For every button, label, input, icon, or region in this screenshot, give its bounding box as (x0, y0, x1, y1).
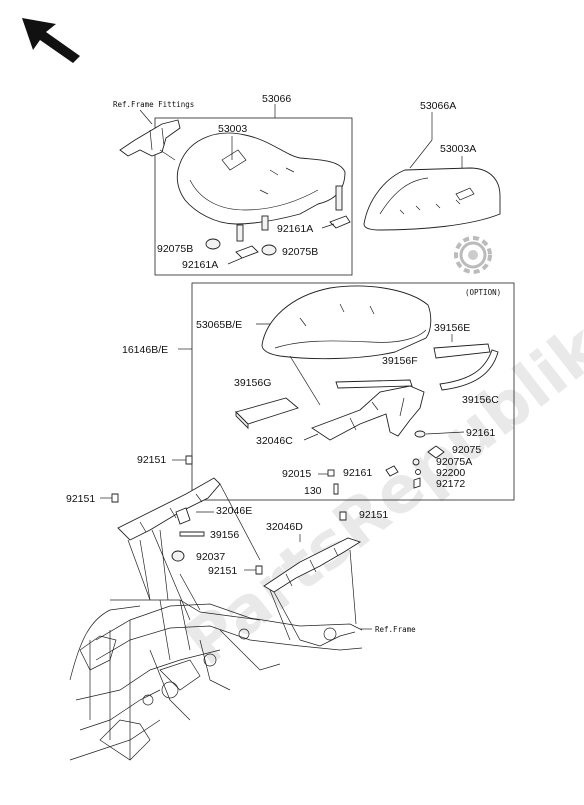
label-16146be: 16146B/E (122, 344, 168, 356)
label-32046c: 32046C (256, 435, 293, 447)
frame-fitting-bracket (119, 119, 181, 157)
label-92075: 92075 (452, 444, 481, 456)
clamp-92037 (171, 550, 185, 562)
seat-group-box (154, 117, 353, 276)
damper-92075 (427, 445, 445, 459)
bolt-130 (333, 483, 339, 495)
screw-92172 (413, 477, 421, 489)
strip-39156c (439, 349, 499, 391)
bracket-32046c (311, 385, 425, 441)
label-92172: 92172 (436, 478, 465, 490)
label-53065be: 53065B/E (196, 319, 242, 331)
seat-cover-53066a (363, 167, 501, 231)
label-92161-b: 92161 (343, 467, 372, 479)
label-ref-frame: Ref.Frame (375, 625, 416, 634)
strip-39156f (335, 379, 413, 389)
strip-39156 (179, 531, 205, 537)
label-92015: 92015 (282, 468, 311, 480)
label-32046d: 32046D (266, 521, 303, 533)
main-seat-53066 (176, 132, 351, 259)
clip-92161-b (385, 465, 399, 477)
label-ref-frame-fittings: Ref.Frame Fittings (113, 100, 194, 109)
label-92161a-right: 92161A (277, 223, 313, 235)
label-92151-c: 92151 (359, 509, 388, 521)
label-92161-a: 92161 (466, 427, 495, 439)
label-92151-a: 92151 (137, 454, 166, 466)
label-92075a: 92075A (436, 456, 472, 468)
label-92200: 92200 (436, 467, 465, 479)
pad-39156g (235, 397, 299, 425)
nut-92015 (327, 469, 335, 477)
label-53066: 53066 (262, 93, 291, 105)
label-130: 130 (304, 485, 322, 497)
clip-92161 (414, 430, 426, 438)
gear-icon (454, 236, 492, 274)
label-39156g: 39156G (234, 377, 271, 389)
bracket-32046e (117, 477, 221, 541)
label-39156: 39156 (210, 529, 239, 541)
bracket-32046d (263, 537, 362, 593)
washer-92200 (415, 469, 421, 475)
label-53066a: 53066A (420, 100, 456, 112)
seat-cowl-53065be (261, 285, 432, 360)
label-39156e: 39156E (434, 322, 470, 334)
label-53003: 53003 (218, 123, 247, 135)
front-direction-arrow-icon (22, 18, 80, 63)
pad-39156e (433, 343, 491, 359)
label-39156f: 39156F (382, 355, 418, 367)
label-39156c: 39156C (462, 394, 499, 406)
label-92075b-right: 92075B (282, 246, 318, 258)
label-53003a: 53003A (440, 143, 476, 155)
label-92075b-left: 92075B (157, 243, 193, 255)
label-92161a-left: 92161A (182, 259, 218, 271)
label-92151-d: 92151 (208, 565, 237, 577)
option-group-box (191, 282, 515, 501)
label-option: (OPTION) (465, 288, 501, 297)
motorcycle-frame (69, 529, 363, 761)
label-92151-b: 92151 (66, 493, 95, 505)
label-92037: 92037 (196, 551, 225, 563)
